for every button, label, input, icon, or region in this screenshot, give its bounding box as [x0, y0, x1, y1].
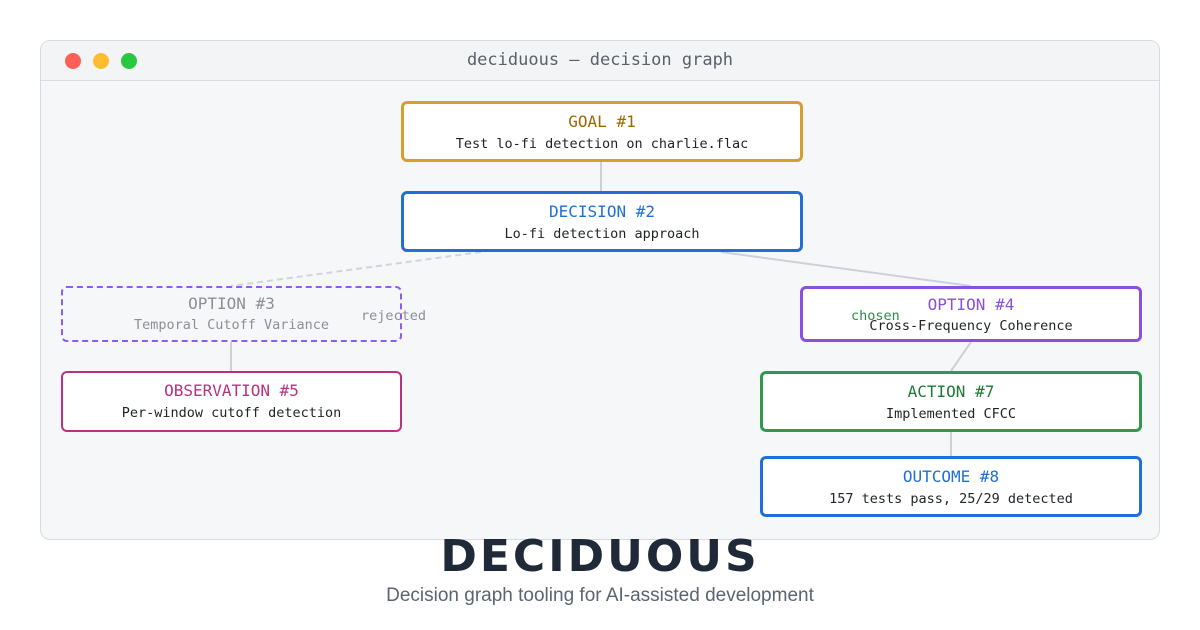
goal-node-title: GOAL #1: [568, 112, 636, 131]
decision-node-text: Lo-fi detection approach: [504, 226, 700, 242]
observation5-node-title: OBSERVATION #5: [164, 381, 299, 400]
observation5-node-text: Per-window cutoff detection: [121, 405, 342, 421]
rejected-edge-label: rejected: [361, 308, 427, 324]
goal-node-text: Test lo-fi detection on charlie.flac: [455, 136, 749, 152]
edge-decision-option3: [230, 251, 482, 287]
outcome8-node[interactable]: OUTCOME #8 157 tests pass, 25/29 detecte…: [760, 456, 1142, 517]
brand-tagline: Decision graph tooling for AI-assisted d…: [386, 585, 814, 606]
option4-node-text: Cross-Frequency Coherence: [869, 318, 1073, 334]
outcome8-node-text: 157 tests pass, 25/29 detected: [829, 491, 1073, 507]
action7-node[interactable]: ACTION #7 Implemented CFCC: [760, 371, 1142, 432]
edge-decision-option4: [720, 251, 972, 287]
observation5-node[interactable]: OBSERVATION #5 Per-window cutoff detecti…: [61, 371, 402, 432]
action7-node-text: Implemented CFCC: [885, 406, 1017, 422]
outcome8-node-title: OUTCOME #8: [902, 467, 1000, 486]
option4-node-title: OPTION #4: [927, 295, 1015, 314]
decision-node[interactable]: DECISION #2 Lo-fi detection approach: [401, 191, 803, 252]
close-window-button[interactable]: [65, 53, 81, 69]
option3-node-title: OPTION #3: [188, 294, 275, 313]
maximize-window-button[interactable]: [121, 53, 137, 69]
window-titlebar: deciduous — decision graph: [41, 41, 1159, 81]
option4-node[interactable]: OPTION #4 Cross-Frequency Coherence: [800, 286, 1142, 342]
minimize-window-button[interactable]: [93, 53, 109, 69]
decision-node-title: DECISION #2: [549, 202, 655, 221]
option3-node[interactable]: OPTION #3 Temporal Cutoff Variance: [61, 286, 402, 342]
graph-edges: [230, 162, 972, 456]
graph-window: deciduous — decision graph GOAL #1 Test …: [40, 40, 1160, 540]
edge-option4-action7: [950, 341, 972, 372]
action7-node-title: ACTION #7: [907, 382, 995, 401]
option3-node-text: Temporal Cutoff Variance: [133, 317, 330, 333]
brand-name: DECIDUOUS: [440, 531, 760, 582]
window-title: deciduous — decision graph: [466, 50, 734, 70]
goal-node[interactable]: GOAL #1 Test lo-fi detection on charlie.…: [401, 101, 803, 162]
chosen-edge-label: chosen: [851, 308, 900, 324]
